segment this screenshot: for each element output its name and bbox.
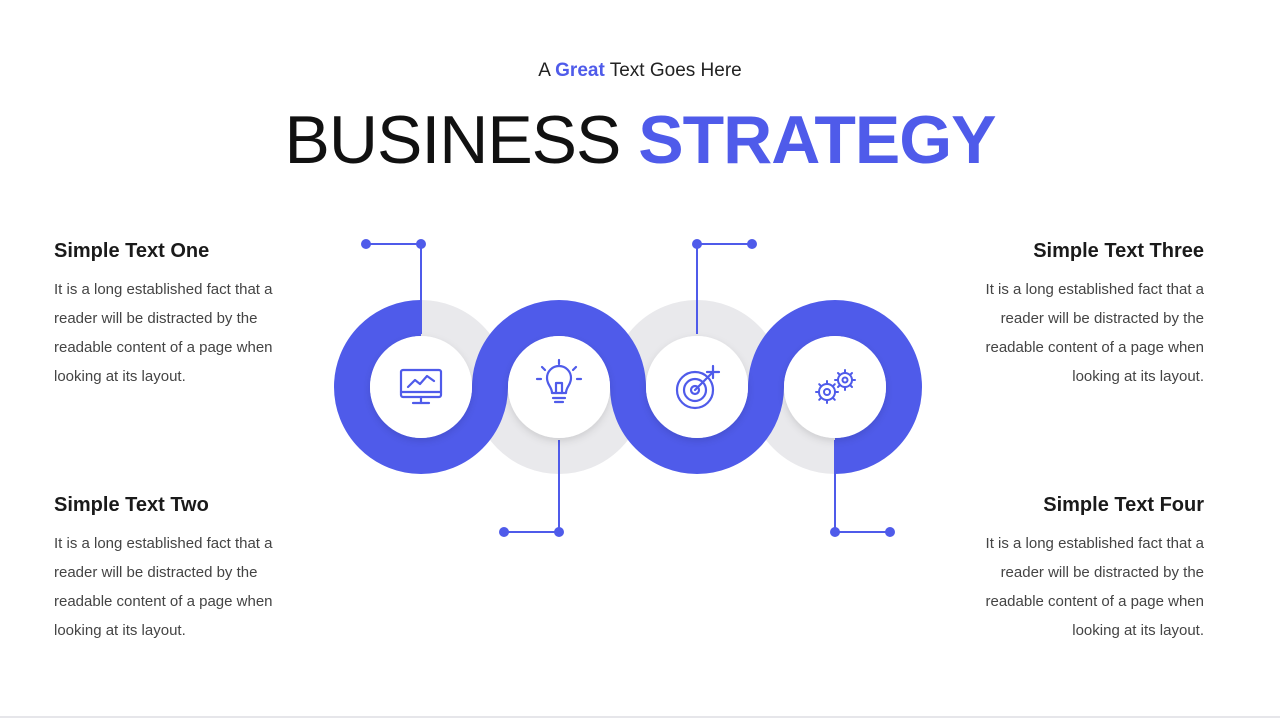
wave-segment-4-head: [748, 300, 836, 388]
text-block-two: Simple Text Two It is a long established…: [54, 494, 316, 645]
text-block-one: Simple Text One It is a long established…: [54, 240, 316, 391]
block-one-body: It is a long established fact that a rea…: [54, 281, 273, 385]
title-part-strategy: STRATEGY: [638, 102, 996, 178]
wave-segment-4: [834, 300, 922, 474]
connector-two: [499, 440, 564, 537]
node-disc-1: [370, 336, 472, 438]
block-three-body: It is a long established fact that a rea…: [985, 281, 1204, 385]
node-disc-4: [784, 336, 886, 438]
slide-title: BUSINESS STRATEGY: [0, 100, 1280, 180]
wave-segment-1: [334, 300, 422, 474]
block-three-heading: Simple Text Three: [1033, 240, 1204, 262]
bottom-divider: [0, 716, 1280, 718]
wave-segment-3: [610, 386, 784, 474]
text-block-three: Simple Text Three It is a long establish…: [942, 240, 1204, 391]
title-part-business: BUSINESS: [284, 102, 639, 178]
block-four-body: It is a long established fact that a rea…: [985, 535, 1204, 639]
monitor-chart-icon: [399, 368, 443, 405]
block-one-heading: Simple Text One: [54, 240, 210, 262]
slide-subtitle: A Great Text Goes Here: [0, 60, 1280, 82]
subtitle-prefix: A: [538, 60, 556, 81]
subtitle-accent-word: Great: [555, 60, 605, 81]
block-two-heading: Simple Text Two: [54, 494, 209, 516]
node-disc-2: [508, 336, 610, 438]
connector-four: [830, 440, 895, 537]
block-two-body: It is a long established fact that a rea…: [54, 535, 273, 639]
lightbulb-icon: [535, 358, 583, 404]
block-four-heading: Simple Text Four: [1043, 494, 1204, 516]
subtitle-suffix: Text Goes Here: [604, 60, 742, 81]
connector-three: [692, 239, 757, 334]
target-icon: [675, 364, 721, 410]
wave-segment-1-tail: [420, 386, 508, 474]
wave-segment-2: [472, 300, 646, 388]
connector-one: [361, 239, 426, 334]
gears-icon: [815, 369, 856, 404]
text-block-four: Simple Text Four It is a long establishe…: [942, 494, 1204, 645]
